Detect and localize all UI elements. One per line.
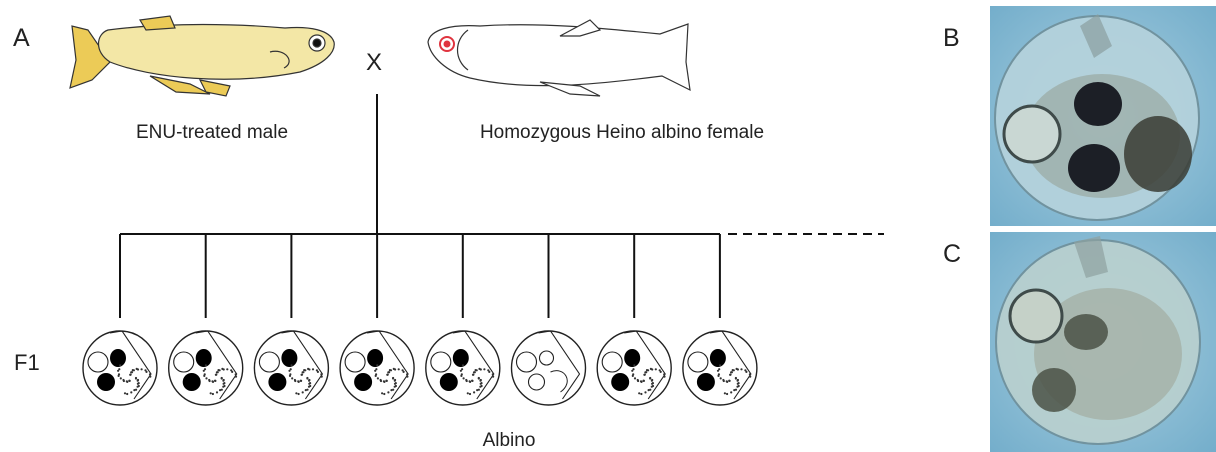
male-caption: ENU-treated male bbox=[136, 122, 288, 143]
f1-embryo-albino bbox=[512, 331, 586, 405]
f1-label: F1 bbox=[14, 350, 40, 375]
female-fish-illustration bbox=[428, 20, 690, 96]
male-body bbox=[99, 25, 335, 80]
female-caption: Homozygous Heino albino female bbox=[480, 122, 764, 143]
b-oil-droplet bbox=[1004, 106, 1060, 162]
cross-symbol: X bbox=[366, 49, 382, 76]
panel-label-c: C bbox=[943, 240, 961, 269]
f1-embryo-row bbox=[83, 331, 757, 405]
male-eye-pupil bbox=[313, 39, 321, 47]
f1-embryo-pigmented bbox=[254, 331, 328, 405]
f1-embryo-pigmented bbox=[340, 331, 414, 405]
f1-embryo-pigmented bbox=[683, 331, 757, 405]
b-eye-upper bbox=[1074, 82, 1122, 126]
offspring-drop-lines bbox=[120, 234, 720, 318]
photo-c-albino-embryo bbox=[990, 232, 1216, 452]
male-dorsal-fin bbox=[140, 16, 175, 30]
b-pigmented-body bbox=[1124, 116, 1192, 192]
b-eye-lower bbox=[1068, 144, 1120, 192]
c-eye-upper bbox=[1064, 314, 1108, 350]
c-oil-droplet bbox=[1010, 290, 1062, 342]
c-eye-lower bbox=[1032, 368, 1076, 412]
female-body bbox=[428, 24, 690, 90]
f1-embryo-pigmented bbox=[597, 331, 671, 405]
female-eye-pupil bbox=[444, 41, 451, 48]
f1-embryo-pigmented bbox=[426, 331, 500, 405]
albino-caption: Albino bbox=[483, 430, 536, 451]
panel-label-b: B bbox=[943, 24, 960, 53]
male-fish-illustration bbox=[70, 16, 334, 96]
cross-diagram: X ENU-treated male Homozygous Heino albi… bbox=[0, 0, 930, 452]
photo-b-pigmented-embryo bbox=[990, 6, 1216, 226]
f1-embryo-pigmented bbox=[83, 331, 157, 405]
f1-embryo-pigmented bbox=[169, 331, 243, 405]
